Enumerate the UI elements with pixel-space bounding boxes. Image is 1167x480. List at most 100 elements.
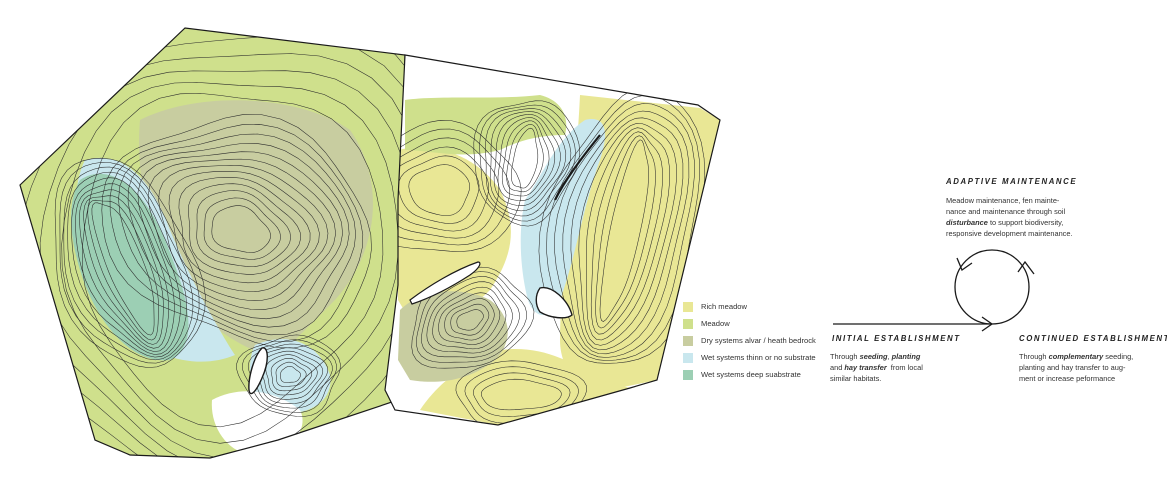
contour-line [497,117,556,201]
contour-line [87,199,159,341]
contour-line [511,127,539,189]
initial-text-line-1: Through seeding, planting [830,351,960,362]
wet-deep-area [71,173,189,361]
legend-swatch-meadow [683,319,693,329]
contour-line [489,111,567,212]
contour-line [71,177,181,355]
contour-line [562,110,690,355]
contour-line [385,137,500,239]
contour-line [178,177,311,284]
legend-label-meadow: Meadow [701,319,730,328]
initial-text-2c: from local [886,363,923,372]
continued-establishment-text: Through complementary seeding, planting … [1019,351,1159,384]
legend-label-dry-systems: Dry systems alvar / heath bedrock [701,336,816,345]
left-parcel-outline [19,27,406,459]
ridge-line [554,134,601,201]
contour-line [54,157,206,368]
legend-swatch-dry-systems [683,336,693,346]
continued-text-line-1: Through complementary seeding, [1019,351,1159,362]
contour-line [416,271,527,363]
initial-text-line-2: and hay transfer from local [830,362,960,373]
contour-line [546,94,700,361]
rock-outcrop-left [248,347,268,395]
contour-line [481,378,562,411]
contour-line [493,114,561,206]
contour-line [411,266,535,369]
initial-establishment-heading: INITIAL ESTABLISHMENT [832,334,961,343]
contour-line [265,354,318,396]
cycle-arrowhead-left [956,257,973,271]
contour-line [168,171,320,292]
contour-line [61,82,399,444]
adaptive-text-line-3: disturbance to support biodiversity, [946,217,1116,228]
contour-line [75,183,175,352]
left-parcel [20,28,405,458]
adaptive-maintenance-heading: ADAPTIVE MAINTENANCE [946,177,1078,186]
contour-line [554,103,695,358]
contour-line [578,123,677,346]
contour-line [450,303,490,336]
cycle-arrowhead-right [1017,260,1035,275]
contour-line [211,205,271,253]
contour-line [438,292,501,345]
wet-thin-right [520,119,605,316]
contour-line [570,117,684,351]
adaptive-text-emphasis: disturbance [946,218,988,227]
contour-line [595,135,656,329]
legend-swatch-wet-thin [683,353,693,363]
continued-text-1c: seeding, [1103,352,1134,361]
contour-line [280,366,301,383]
contour-line [67,171,187,358]
contour-line [20,28,405,458]
contour-line [501,120,550,197]
initial-text-line-3: similar habitats. [830,374,882,383]
continued-establishment-heading: CONTINUED ESTABLISHMENT [1019,334,1167,343]
adaptive-text-line-4: responsive development maintenance. [946,229,1073,238]
right-parcel [385,55,720,425]
contour-line [196,190,291,267]
contour-line [203,197,281,260]
contour-line [432,286,507,350]
rich-meadow-area-2 [560,95,720,392]
initial-text-1c: , [887,352,892,361]
contour-line [506,124,544,193]
contour-line [456,309,484,331]
continued-text-line-3: ment or increase peformance [1019,374,1116,383]
process-diagram [833,249,1035,332]
contour-line [385,120,522,252]
contour-line [20,35,405,458]
legend-swatch-rich-meadow [683,302,693,312]
contour-line [91,202,155,336]
contour-line [118,133,356,336]
contour-line [63,166,194,361]
contour-line [479,104,576,222]
adaptive-text-line-3-rest: to support biodiversity, [987,218,1064,227]
legend-label-wet-deep: Wet systems deep suabstrate [701,370,801,379]
contour-line [83,195,164,345]
contour-line [59,162,200,364]
rock-sliver [409,261,481,305]
contour-line [444,298,495,341]
initial-establishment-text: Through seeding, planting and hay transf… [830,351,960,384]
timeline-arrowhead [981,316,994,332]
contour-line [82,93,384,428]
contour-line [408,164,470,216]
contour-line [586,127,670,341]
contour-line [426,281,513,354]
contour-line [79,189,170,349]
meadow-area-right [405,95,567,155]
continued-text-line-2: planting and hay transfer to aug- [1019,363,1126,372]
contour-line [385,128,510,246]
contour-line [270,358,313,392]
contour-line [599,139,649,322]
adaptive-text-line-2: nance and maintenance through soil [946,207,1066,216]
initial-text-seeding: seeding [859,352,888,361]
contour-line [421,276,520,358]
continued-text-complementary: complementary [1048,352,1104,361]
initial-text-planting: planting [891,352,921,361]
contour-line [158,165,329,301]
maintenance-cycle-circle [954,249,1030,325]
contour-line [485,108,572,217]
legend-label-rich-meadow: Rich meadow [701,302,748,311]
